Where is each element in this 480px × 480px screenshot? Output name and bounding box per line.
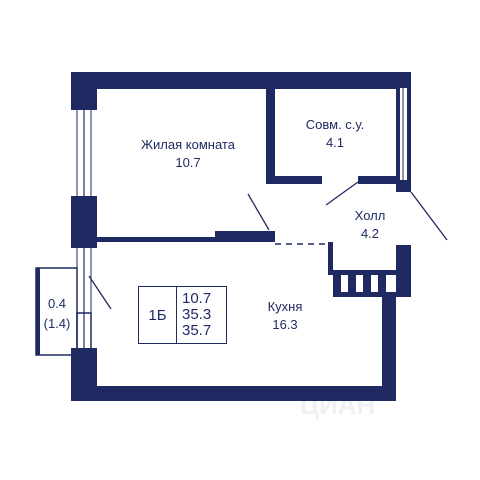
room-name-hall: Холл	[354, 208, 386, 223]
vent-3	[363, 275, 371, 297]
bathroom-wall-bottom-right	[358, 176, 396, 184]
room-name-bathroom: Совм. с.у.	[305, 117, 365, 132]
bathroom-wall-left	[266, 89, 275, 184]
windows	[76, 88, 407, 348]
door-bath	[325, 181, 359, 206]
outer-wall-top	[71, 72, 411, 89]
vent-2	[348, 275, 356, 297]
bathroom-wall-bottom-left	[266, 176, 322, 184]
vent-4	[378, 275, 386, 297]
area-summary-box: 1Б 10.7 35.3 35.7	[138, 286, 227, 344]
hall-wall-right	[396, 245, 411, 297]
outer-wall-right-lower	[382, 297, 396, 401]
door-entrance	[410, 191, 448, 241]
kitchen-partition-h	[328, 270, 396, 275]
watermark-logo: ЦИАН	[300, 390, 376, 420]
outer-wall-left-bottom	[71, 348, 97, 401]
room-area-bathroom: 4.1	[325, 135, 345, 150]
kitchen-partition-v	[328, 242, 333, 275]
balcony	[35, 267, 92, 356]
walls	[36, 72, 411, 401]
total-area-value: 35.3	[182, 306, 212, 324]
doors	[88, 181, 448, 310]
partition-living-kitchen	[97, 237, 215, 242]
outer-wall-left-top	[71, 72, 97, 110]
vent-base	[333, 292, 396, 297]
room-name-kitchen: Кухня	[267, 299, 303, 314]
outer-wall-left-mid	[71, 196, 97, 248]
room-area-kitchen: 16.3	[272, 317, 298, 332]
partition-thick	[215, 231, 275, 242]
room-name-living: Жилая комната	[141, 137, 235, 152]
room-area-hall: 4.2	[360, 226, 380, 241]
apartment-type: 1Б	[139, 287, 177, 343]
area-summary-values: 10.7 35.3 35.7	[177, 287, 226, 343]
living-area-value: 10.7	[182, 290, 212, 308]
balcony-area: 0.4	[47, 296, 67, 311]
total-with-balcony-value: 35.7	[182, 321, 212, 339]
vent-1	[333, 275, 341, 297]
door-living	[247, 193, 270, 231]
outer-wall-bottom	[71, 386, 396, 401]
balcony-area-coef: (1.4)	[43, 316, 71, 331]
room-area-living: 10.7	[175, 155, 201, 170]
door-balcony	[88, 275, 112, 310]
balcony-wall	[36, 268, 40, 355]
